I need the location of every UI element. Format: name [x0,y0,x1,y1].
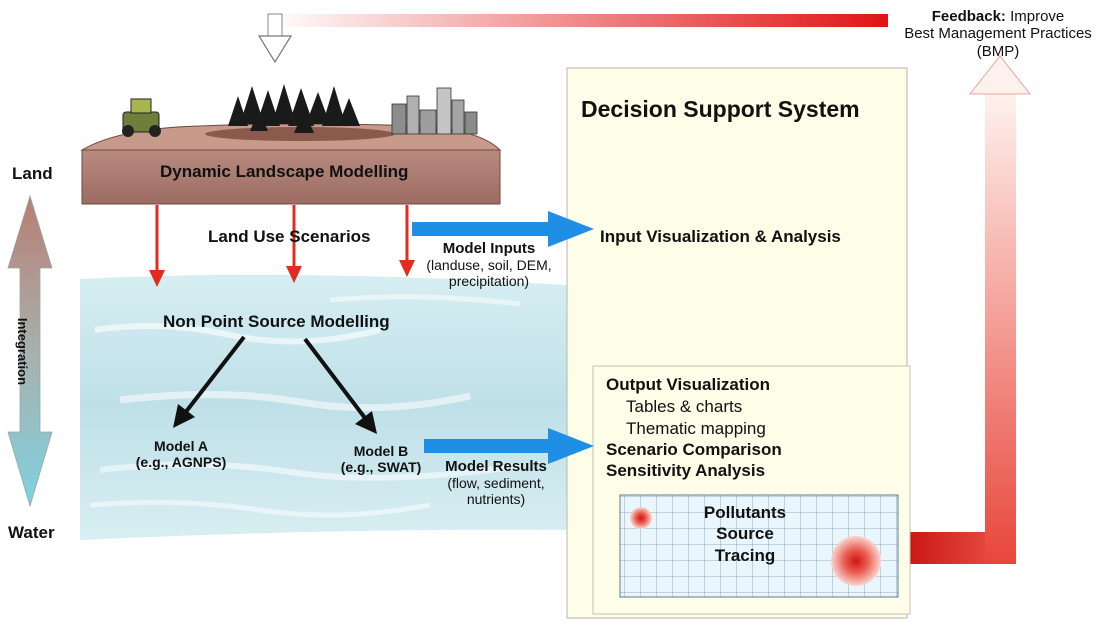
pollutants-line3: Tracing [714,545,776,565]
land-use-scenarios-label: Land Use Scenarios [208,227,371,246]
land-use-arrow-center [286,205,302,283]
model-a-example: (e.g., AGNPS) [135,454,227,471]
model-inputs-arrow-down [399,205,415,277]
model-a-label: Model A (e.g., AGNPS) [110,438,252,470]
forest-icon [228,84,360,133]
model-results-label: Model Results (flow, sediment, nutrients… [432,458,560,507]
model-inputs-line1: (landuse, soil, DEM, [426,257,552,274]
model-b-label: Model B (e.g., SWAT) [322,443,440,475]
sensitivity-analysis-label: Sensitivity Analysis [606,461,766,480]
input-visualization-label: Input Visualization & Analysis [600,227,841,246]
pollutant-source-small [630,507,652,529]
model-b-arrow [303,337,377,434]
feedback-line2: Best Management Practices [904,25,1092,43]
feedback-arrow [257,13,1032,564]
integration-label: Integration [15,317,31,386]
model-results-line1: (flow, sediment, [447,475,545,492]
feedback-rest: Improve [1005,8,1065,25]
pollutants-tracing-label: Pollutants Source Tracing [670,502,820,566]
model-results-line2: nutrients) [466,491,526,508]
landscape-title: Dynamic Landscape Modelling [160,162,409,181]
model-inputs-label: Model Inputs (landuse, soil, DEM, precip… [405,240,573,289]
integration-arrow [7,194,53,508]
feedback-bold: Feedback: [931,8,1006,25]
thematic-mapping-label: Thematic mapping [626,419,766,438]
land-label: Land [12,164,53,183]
output-visualization-label: Output Visualization [606,375,771,394]
model-results-title: Model Results [445,458,547,475]
city-icon [391,87,478,135]
model-inputs-line2: precipitation) [448,273,530,290]
model-inputs-arrow [412,211,594,247]
feedback-label: Feedback: Improve Best Management Practi… [894,8,1102,60]
tractor-icon [122,98,161,137]
model-inputs-title: Model Inputs [442,240,536,257]
feedback-line3: (BMP) [976,42,1020,60]
pollutants-line2: Source [716,524,774,544]
nps-title: Non Point Source Modelling [163,312,390,331]
pollutant-grid [619,494,899,598]
pollutants-line1: Pollutants [703,503,787,522]
land-use-arrow-left [149,205,165,287]
tables-charts-label: Tables & charts [626,397,743,416]
scenario-comparison-label: Scenario Comparison [606,440,782,459]
model-results-arrow [424,428,594,464]
water-body [80,274,580,540]
model-a-arrow [173,335,246,428]
model-a-name: Model A [154,438,208,454]
water-label: Water [8,523,55,542]
dss-title: Decision Support System [581,96,860,122]
model-b-name: Model B [353,443,409,459]
pollutant-source-large [831,536,881,586]
model-b-example: (e.g., SWAT) [340,459,422,476]
